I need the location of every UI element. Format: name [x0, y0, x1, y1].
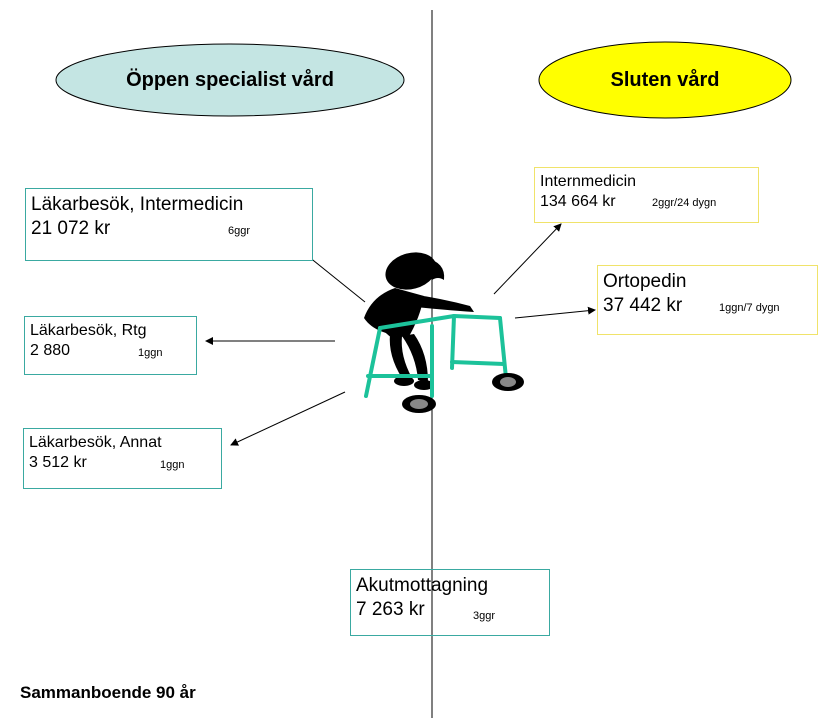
box-lakarbesok-rtg: Läkarbesök, Rtg 2 880 1ggn — [24, 316, 197, 375]
box-amount: 134 664 kr — [540, 193, 616, 210]
left-section-ellipse — [55, 43, 405, 117]
right-section-ellipse — [538, 41, 792, 119]
arrow-to-internmedicin — [493, 223, 562, 295]
box-title: Internmedicin — [540, 173, 637, 190]
box-internmedicin: Internmedicin 134 664 kr 2ggr/24 dygn — [534, 167, 759, 223]
box-ortopedin: Ortopedin 37 442 kr 1ggn/7 dygn — [597, 265, 818, 335]
box-amount: 3 512 kr — [29, 454, 87, 471]
box-amount: 7 263 kr — [356, 598, 425, 620]
box-frequency: 3ggr — [473, 609, 496, 622]
box-title: Läkarbesök, Rtg — [30, 322, 147, 339]
section-label-oppen: Öppen specialist vård — [126, 68, 334, 91]
box-frequency: 6ggr — [228, 224, 251, 237]
box-title: Ortopedin — [603, 271, 687, 292]
box-amount: 21 072 kr — [31, 217, 111, 239]
box-akutmottagning: Akutmottagning 7 263 kr 3ggr — [350, 569, 550, 636]
box-title: Läkarbesök, Annat — [29, 434, 162, 451]
box-lakarbesok-annat: Läkarbesök, Annat 3 512 kr 1ggn — [23, 428, 222, 489]
box-amount: 2 880 — [30, 342, 71, 359]
box-title: Läkarbesök, Intermedicin — [31, 194, 244, 215]
box-lakarbesok-intermedicin: Läkarbesök, Intermedicin 21 072 kr 6ggr — [25, 188, 313, 261]
box-frequency: 1ggn — [160, 459, 185, 471]
arrow-to-lakarbesok-annat — [230, 391, 346, 446]
footer-caption: Sammanboende 90 år — [20, 683, 196, 702]
box-amount: 37 442 kr — [603, 294, 683, 316]
section-label-sluten: Sluten vård — [610, 68, 720, 91]
box-title: Akutmottagning — [356, 575, 489, 596]
box-frequency: 2ggr/24 dygn — [652, 197, 717, 209]
arrow-to-ortopedin — [514, 306, 596, 319]
box-frequency: 1ggn — [138, 347, 163, 359]
box-frequency: 1ggn/7 dygn — [719, 301, 780, 314]
person-with-walker-icon — [364, 252, 524, 413]
